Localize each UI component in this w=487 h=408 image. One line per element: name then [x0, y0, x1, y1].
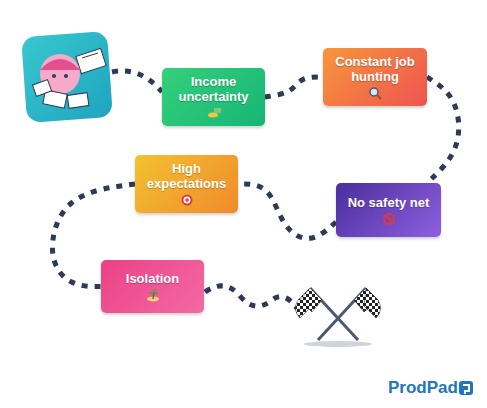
step-label: Isolation — [126, 271, 179, 286]
worker-illustration — [21, 31, 113, 123]
step-label: No safety net — [348, 195, 430, 210]
dotted-path — [265, 77, 323, 97]
step-label: Constant job hunting — [331, 54, 419, 84]
path-finish — [205, 286, 298, 310]
step-box: Isolation — [101, 260, 204, 313]
step-box: No safety net — [336, 183, 441, 237]
dotted-path — [238, 184, 336, 238]
step-box: Constant job hunting — [323, 48, 427, 106]
step-icon — [382, 212, 396, 226]
step-icon — [180, 193, 194, 207]
step-icon — [368, 86, 382, 100]
step-box: High expectations — [135, 155, 238, 213]
step-icon — [207, 106, 221, 120]
logo-text: ProdPad — [388, 378, 458, 398]
step-icon — [146, 288, 160, 302]
logo-mark — [459, 381, 473, 395]
dotted-path — [427, 77, 459, 183]
finish-flags — [295, 288, 380, 347]
step-label: Income uncertainty — [170, 74, 257, 104]
path-start — [112, 71, 162, 92]
step-box: Income uncertainty — [162, 68, 265, 126]
step-label: High expectations — [143, 161, 230, 191]
